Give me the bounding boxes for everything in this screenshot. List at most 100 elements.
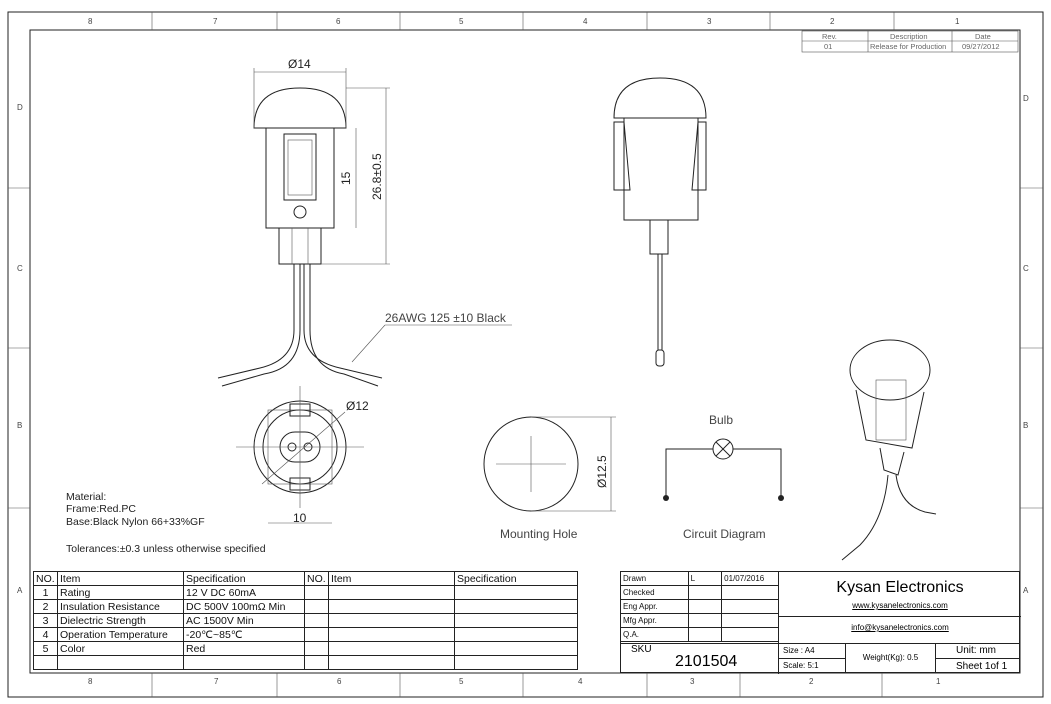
zone-right-a: A bbox=[1023, 586, 1029, 595]
inner-border bbox=[29, 29, 1021, 674]
row-item: Dielectric Strength bbox=[57, 613, 184, 628]
dim-wire: 26AWG 125 ±10 Black bbox=[385, 311, 507, 325]
zone-left-a: A bbox=[17, 586, 23, 595]
zone-left-b: B bbox=[17, 421, 22, 430]
zone-right-c: C bbox=[1023, 264, 1029, 273]
sku-value: 2101504 bbox=[675, 653, 738, 670]
role-checked: Checked bbox=[620, 585, 689, 600]
row-item: Rating bbox=[57, 585, 184, 600]
circuit-diagram: Bulb Circuit Diagram bbox=[663, 413, 784, 541]
material-note: Material: bbox=[66, 491, 106, 503]
row-spec: 12 V DC 60mA bbox=[183, 585, 305, 600]
company-email[interactable]: info@kysanelectronics.com bbox=[851, 623, 949, 632]
tolerance-note: Tolerances:±0.3 unless otherwise specifi… bbox=[66, 543, 266, 555]
dim-dia14: Ø14 bbox=[288, 57, 311, 71]
zone-bottom-3: 3 bbox=[690, 677, 695, 686]
rev-value: 01 bbox=[824, 42, 832, 51]
zone-top-7: 7 bbox=[213, 17, 218, 26]
row-item: Color bbox=[57, 641, 184, 656]
revision-table: Rev. Description Date 01 Release for Pro… bbox=[801, 30, 1019, 53]
weight-value: Weight(Kg): 0.5 bbox=[846, 643, 935, 674]
zone-left-c: C bbox=[17, 264, 23, 273]
zone-bottom-1: 1 bbox=[936, 677, 941, 686]
dim-10: 10 bbox=[293, 511, 307, 525]
sku-label: SKU bbox=[631, 644, 652, 655]
spec-header-row: NO. Item Specification NO. Item Specific… bbox=[33, 571, 578, 586]
row-item: Operation Temperature bbox=[57, 627, 184, 642]
company-name: Kysan Electronics bbox=[836, 579, 964, 596]
frame-note: Frame:Red.PC bbox=[66, 503, 136, 515]
row-no: 4 bbox=[33, 627, 58, 642]
bottom-view: Ø12 10 bbox=[236, 386, 369, 525]
unit-value: Unit: mm bbox=[936, 644, 1020, 659]
zone-bottom-4: 4 bbox=[578, 677, 583, 686]
zone-bottom-7: 7 bbox=[214, 677, 219, 686]
scale-value: Scale: 5:1 bbox=[783, 661, 819, 670]
role-drawn: Drawn bbox=[620, 571, 689, 586]
row-spec: AC 1500V Min bbox=[183, 613, 305, 628]
zone-top-8: 8 bbox=[88, 17, 93, 26]
row-item: Insulation Resistance bbox=[57, 599, 184, 614]
dim-26-8: 26.8±0.5 bbox=[370, 153, 384, 200]
zone-top-3: 3 bbox=[707, 17, 712, 26]
outer-border bbox=[7, 11, 1044, 698]
zone-top-6: 6 bbox=[336, 17, 341, 26]
zone-bottom-2: 2 bbox=[809, 677, 814, 686]
rev-header: Rev. bbox=[822, 32, 837, 41]
header-spec-2: Specification bbox=[454, 571, 578, 586]
row-no: 1 bbox=[33, 585, 58, 600]
zone-top-4: 4 bbox=[583, 17, 588, 26]
header-spec: Specification bbox=[183, 571, 305, 586]
description-value: Release for Production bbox=[870, 42, 946, 51]
row-spec: DC 500V 100mΩ Min bbox=[183, 599, 305, 614]
role-eng-appr: Eng Appr. bbox=[620, 599, 689, 614]
zone-top-2: 2 bbox=[830, 17, 835, 26]
dim-dia12-5: Ø12.5 bbox=[595, 455, 609, 488]
mounting-hole-label: Mounting Hole bbox=[500, 527, 578, 541]
header-item: Item bbox=[57, 571, 184, 586]
base-note: Base:Black Nylon 66+33%GF bbox=[66, 516, 205, 528]
zone-right-b: B bbox=[1023, 421, 1028, 430]
zone-right-d: D bbox=[1023, 94, 1029, 103]
sheet-value: Sheet 1of 1 bbox=[956, 661, 1008, 672]
zone-bottom-8: 8 bbox=[88, 677, 93, 686]
dim-15: 15 bbox=[339, 171, 353, 185]
zone-labels: 8 7 6 5 4 3 2 1 8 7 6 5 4 3 2 1 D C B A … bbox=[17, 17, 1029, 686]
mounting-hole: Ø12.5 Mounting Hole bbox=[483, 416, 616, 541]
date-header: Date bbox=[975, 32, 991, 41]
row-no: 5 bbox=[33, 641, 58, 656]
zone-bottom-5: 5 bbox=[459, 677, 464, 686]
drawn-by: L bbox=[687, 571, 723, 586]
notes: Material: Frame:Red.PC Base:Black Nylon … bbox=[66, 491, 266, 555]
zone-top-1: 1 bbox=[955, 17, 960, 26]
row-no: 2 bbox=[33, 599, 58, 614]
role-mfg-appr: Mfg Appr. bbox=[620, 613, 689, 628]
circuit-diagram-label: Circuit Diagram bbox=[683, 527, 766, 541]
company-website[interactable]: www.kysanelectronics.com bbox=[852, 601, 948, 610]
zone-left-d: D bbox=[17, 103, 23, 112]
row-no: 3 bbox=[33, 613, 58, 628]
header-no: NO. bbox=[33, 571, 58, 586]
side-view bbox=[613, 77, 707, 367]
isometric-view bbox=[841, 339, 937, 561]
table-row-empty bbox=[33, 655, 578, 670]
header-item-2: Item bbox=[328, 571, 455, 586]
bulb-symbol bbox=[712, 438, 734, 460]
date-value: 09/27/2012 bbox=[962, 42, 1000, 51]
spec-table: NO. Item Specification NO. Item Specific… bbox=[33, 571, 578, 670]
front-view: Ø14 15 26.8±0.5 26AWG 125 ±10 Black bbox=[217, 57, 512, 387]
header-no-2: NO. bbox=[304, 571, 329, 586]
dim-dia12: Ø12 bbox=[346, 399, 369, 413]
zone-bottom-6: 6 bbox=[337, 677, 342, 686]
drawn-date: 01/07/2016 bbox=[721, 571, 779, 586]
bulb-label: Bulb bbox=[709, 413, 733, 427]
role-qa: Q.A. bbox=[620, 627, 689, 642]
size-value: Size : A4 bbox=[779, 644, 845, 659]
